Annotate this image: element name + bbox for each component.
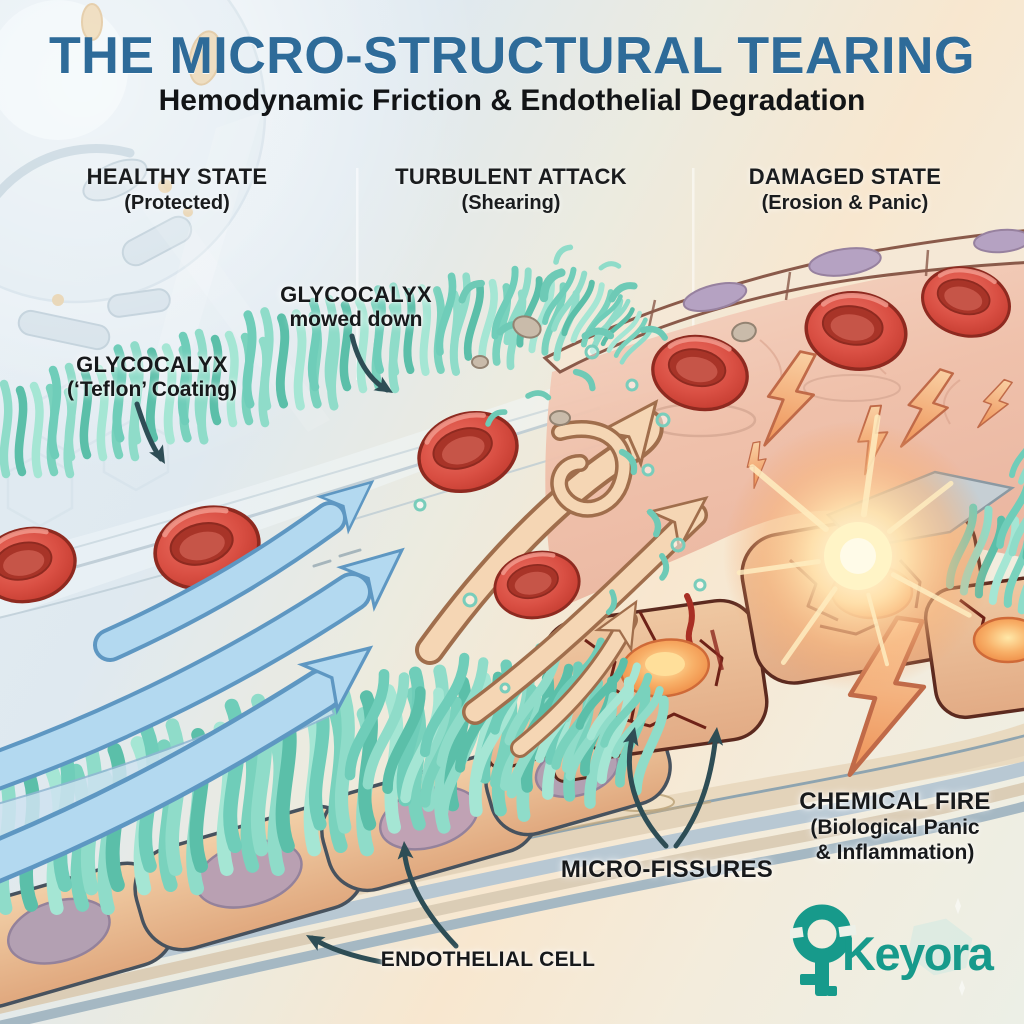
leader-micro-fissures-left xyxy=(626,731,669,849)
label-glycocalyx-healthy: GLYCOCALYX (‘Teflon’ Coating) xyxy=(2,352,302,403)
label-glycocalyx-mowed: GLYCOCALYX mowed down xyxy=(206,282,506,333)
red-blood-cell xyxy=(0,520,82,610)
label-line: (Biological Panic xyxy=(810,816,980,840)
page-subtitle: Hemodynamic Friction & Endothelial Degra… xyxy=(158,84,866,117)
column-header-healthy: HEALTHY STATE (Protected) xyxy=(27,164,327,215)
hexagon-watermark xyxy=(907,918,973,976)
wall-cell-nucleus xyxy=(973,228,1024,254)
label-line: & Inflammation) xyxy=(815,841,975,865)
column-label: DAMAGED STATE xyxy=(748,164,942,189)
vessel-wall-band xyxy=(542,228,1024,374)
column-header-turbulent: TURBULENT ATTACK (Shearing) xyxy=(361,164,661,215)
fissure-gap xyxy=(710,629,724,671)
brand-logo: Keyora xyxy=(790,900,1024,1008)
column-header-damaged: DAMAGED STATE (Erosion & Panic) xyxy=(695,164,995,215)
leader-arrows xyxy=(134,333,725,965)
label-micro-fissures: MICRO-FISSURES xyxy=(517,856,817,884)
column-divider xyxy=(356,168,359,380)
label-line: mowed down xyxy=(289,307,423,331)
key-cell-icon xyxy=(790,904,973,996)
column-divider xyxy=(692,168,695,360)
sparkles xyxy=(955,898,965,996)
brand-name: Keyora xyxy=(842,927,994,980)
label-line: (‘Teflon’ Coating) xyxy=(67,377,237,401)
leader-micro-fissures-right xyxy=(673,731,719,849)
column-sublabel: (Shearing) xyxy=(461,192,561,214)
label-line: MICRO-FISSURES xyxy=(560,856,774,883)
sheared-debris xyxy=(413,246,757,694)
label-line: ENDOTHELIAL CELL xyxy=(380,948,596,971)
explosion-glow xyxy=(723,414,993,691)
cell-watermark xyxy=(0,0,267,528)
debris-pebbles xyxy=(471,315,757,426)
wall-cell-nucleus xyxy=(808,247,882,277)
column-sublabel: (Protected) xyxy=(124,192,230,214)
label-line: GLYCOCALYX xyxy=(280,282,432,307)
column-label: TURBULENT ATTACK xyxy=(395,164,627,189)
label-chemical-fire: CHEMICAL FIRE (Biological Panic & Inflam… xyxy=(745,788,1024,866)
wall-cell-nucleus xyxy=(682,282,748,312)
label-line: GLYCOCALYX xyxy=(76,352,228,377)
column-sublabel: (Erosion & Panic) xyxy=(761,192,929,214)
laminar-flow-arrows xyxy=(0,463,421,884)
leader-endothelial-up xyxy=(401,845,459,949)
column-label: HEALTHY STATE xyxy=(86,164,268,189)
page-title: THE MICRO-STRUCTURAL TEARING xyxy=(49,27,975,85)
label-endothelial-cell: ENDOTHELIAL CELL xyxy=(338,948,638,973)
label-line: CHEMICAL FIRE xyxy=(799,788,991,815)
